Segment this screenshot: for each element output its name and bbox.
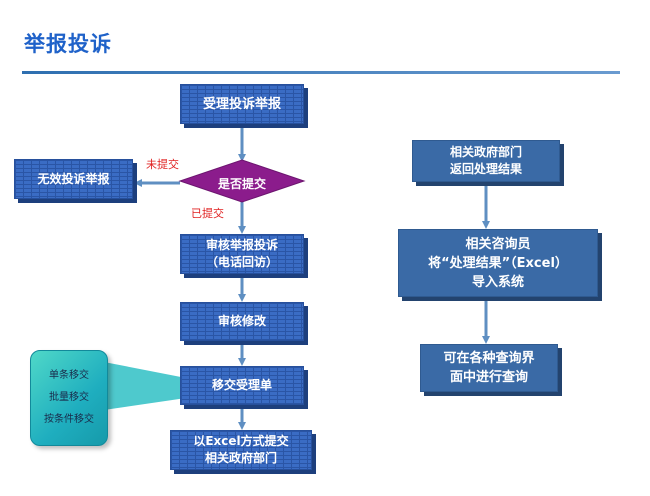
review-callback-box: 审核举报投诉 （电话回访） xyxy=(180,234,304,274)
transfer-methods-callout: 单条移交 批量移交 按条件移交 xyxy=(30,350,108,446)
excel-export-box: 以Excel方式提交 相关政府部门 xyxy=(170,430,312,470)
transfer-method-conditional: 按条件移交 xyxy=(44,414,94,425)
invalid-complaint-box: 无效投诉举报 xyxy=(14,159,133,199)
title-divider xyxy=(22,71,620,74)
query-box: 可在各种查询界 面中进行查询 xyxy=(420,344,558,392)
decision-label: 是否提交 xyxy=(217,177,266,191)
return-result-box: 相关政府部门 返回处理结果 xyxy=(412,140,560,182)
submitted-label: 已提交 xyxy=(191,207,224,220)
transfer-method-batch: 批量移交 xyxy=(49,392,89,403)
callout-wedge xyxy=(104,362,186,410)
page-title: 举报投诉 xyxy=(24,32,112,56)
decision-diamond xyxy=(178,159,306,203)
transfer-form-box: 移交受理单 xyxy=(180,366,304,405)
transfer-method-single: 单条移交 xyxy=(49,370,89,381)
review-edit-box: 审核修改 xyxy=(180,302,304,341)
import-result-box: 相关咨询员 将“处理结果”（Excel） 导入系统 xyxy=(398,229,598,297)
receive-complaint-box: 受理投诉举报 xyxy=(180,84,304,124)
not-submitted-label: 未提交 xyxy=(146,158,179,171)
